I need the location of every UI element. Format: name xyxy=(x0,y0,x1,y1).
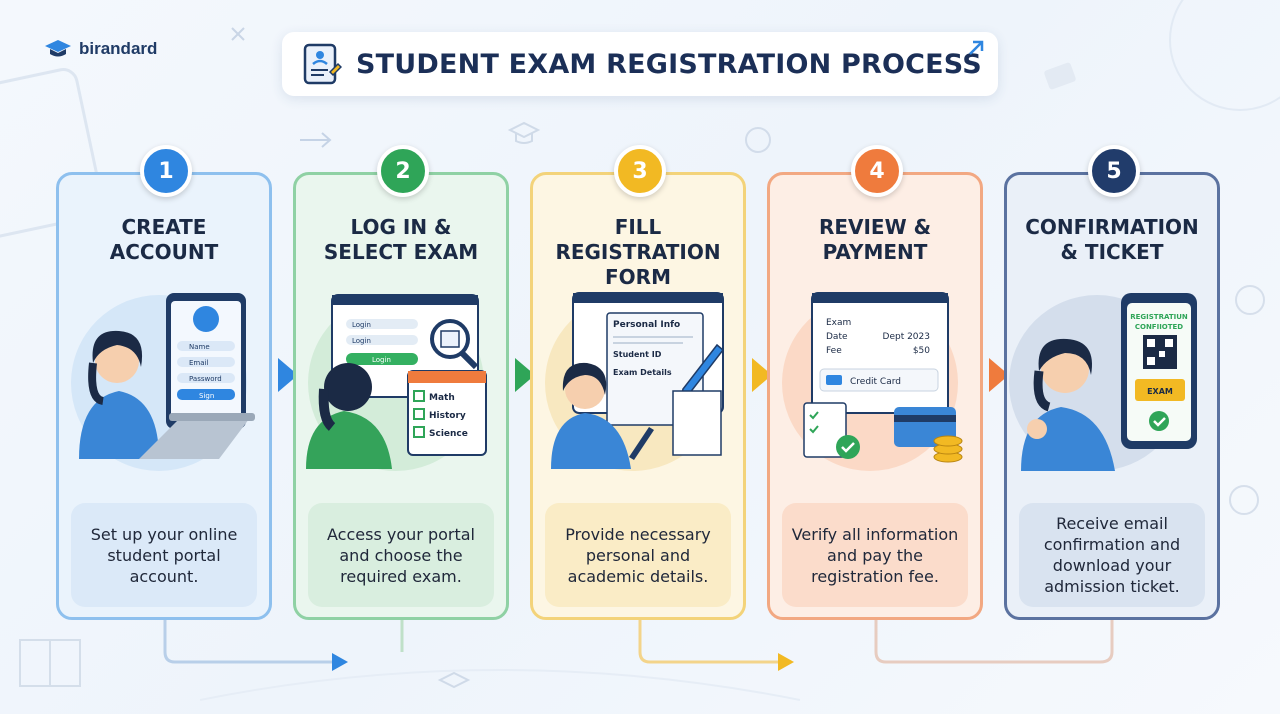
login-select-exam-illustration: Login Login Login Math History Science xyxy=(306,294,487,471)
step-3-heading: FILL REGISTRATION FORM xyxy=(555,215,721,289)
illus-key-fee: Fee xyxy=(826,346,842,356)
step-1-description: Set up your online student portal accoun… xyxy=(71,503,257,607)
illus-row-student-id: Student ID xyxy=(613,350,662,359)
illus-option-history: History xyxy=(429,411,466,421)
illus-login-field-1: Login xyxy=(352,321,371,329)
step-card-1: CREATE ACCOUNT Name Email Password Sign … xyxy=(56,172,272,620)
illus-field-email: Email xyxy=(189,359,208,367)
step-2-heading: LOG IN & SELECT EXAM xyxy=(323,215,479,264)
step-4-description: Verify all information and pay the regis… xyxy=(782,503,968,607)
step-card-4: REVIEW & PAYMENT Exam Date Fee Dept 2023… xyxy=(767,172,983,620)
illus-value-date: Dept 2023 xyxy=(883,332,930,342)
illus-key-date: Date xyxy=(826,332,848,342)
confirmation-ticket-illustration: REGISTRATIUN CONFIIOTED EXAM xyxy=(1009,293,1197,471)
step-badge-3: 3 xyxy=(614,145,666,197)
step-card-5: CONFIRMATION & TICKET REGISTRATIUN CONFI… xyxy=(1004,172,1220,620)
illus-key-exam: Exam xyxy=(826,318,851,328)
step-badge-5: 5 xyxy=(1088,145,1140,197)
step-card-3: FILL REGISTRATION FORM Personal Info Stu… xyxy=(530,172,746,620)
illus-field-password: Password xyxy=(189,375,222,383)
illus-confirm-line-2: CONFIIOTED xyxy=(1135,323,1183,331)
step-4-heading: REVIEW & PAYMENT xyxy=(818,215,932,264)
step-arrow-2 xyxy=(515,358,535,392)
step-badge-1: 1 xyxy=(140,145,192,197)
illus-ticket-label: EXAM xyxy=(1147,387,1173,396)
illus-row-exam-details: Exam Details xyxy=(613,368,672,377)
step-badge-4: 4 xyxy=(851,145,903,197)
step-card-2: LOG IN & SELECT EXAM Login Login Login M… xyxy=(293,172,509,620)
step-5-heading: CONFIRMATION & TICKET xyxy=(1025,215,1199,264)
illus-value-fee: $50 xyxy=(913,346,930,356)
illus-button-sign: Sign xyxy=(199,392,214,400)
illus-row-personal-info: Personal Info xyxy=(613,320,680,330)
step-3-description: Provide necessary personal and academic … xyxy=(545,503,731,607)
brand-name: birandard xyxy=(79,39,158,58)
illus-login-button: Login xyxy=(372,356,391,364)
external-link-arrow-icon[interactable] xyxy=(966,38,986,58)
step-arrow-1 xyxy=(278,358,298,392)
step-badge-2: 2 xyxy=(377,145,429,197)
illus-option-science: Science xyxy=(429,429,468,439)
illus-credit-card-label: Credit Card xyxy=(850,377,901,387)
page-title: STUDENT EXAM REGISTRATION PROCESS xyxy=(356,48,982,80)
illus-option-math: Math xyxy=(429,393,455,403)
step-5-description: Receive email confirmation and download … xyxy=(1019,503,1205,607)
registration-form-illustration: Personal Info Student ID Exam Details xyxy=(545,292,725,471)
illus-confirm-line-1: REGISTRATIUN xyxy=(1130,313,1188,321)
title-banner: STUDENT EXAM REGISTRATION PROCESS xyxy=(282,32,998,96)
step-arrow-3 xyxy=(752,358,772,392)
graduation-cap-icon xyxy=(45,40,71,57)
review-payment-illustration: Exam Date Fee Dept 2023 $50 Credit Card xyxy=(782,292,963,471)
brand-logo: birandard xyxy=(44,38,157,60)
registration-form-icon xyxy=(303,43,342,85)
step-2-description: Access your portal and choose the requir… xyxy=(308,503,494,607)
create-account-illustration: Name Email Password Sign xyxy=(71,293,255,471)
step-arrow-4 xyxy=(989,358,1009,392)
step-1-heading: CREATE ACCOUNT xyxy=(109,215,219,264)
illus-field-name: Name xyxy=(189,343,210,351)
illus-login-field-2: Login xyxy=(352,337,371,345)
